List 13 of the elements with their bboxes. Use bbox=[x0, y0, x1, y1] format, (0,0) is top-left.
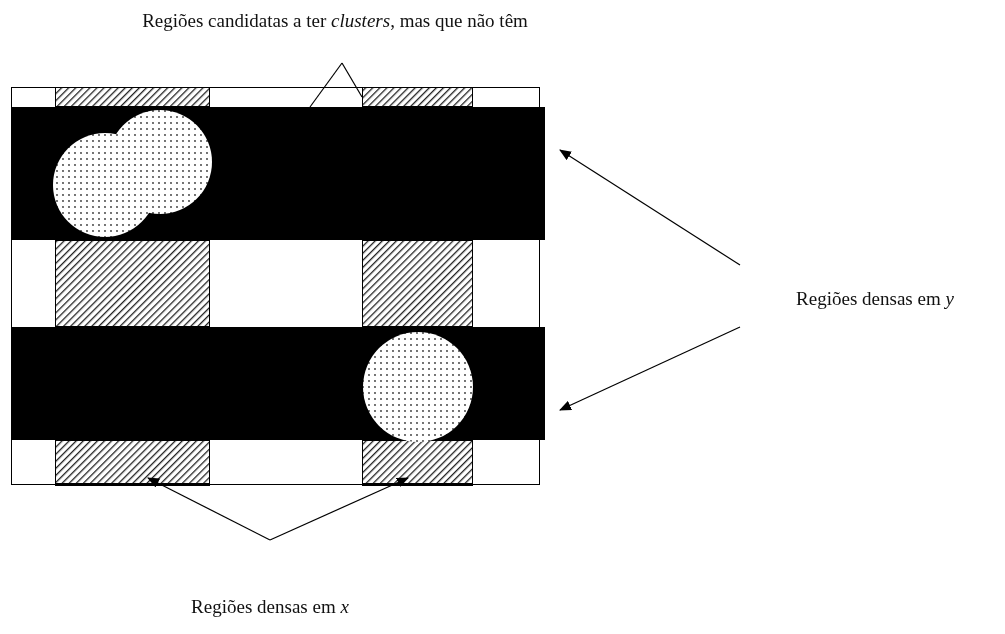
arrow bbox=[559, 326, 741, 411]
region-label: Regiões candidatas a ter clusters, mas que não têm bbox=[142, 10, 528, 31]
leader-line bbox=[309, 62, 343, 108]
arrow bbox=[147, 477, 271, 541]
arrow bbox=[559, 149, 741, 266]
dense-column bbox=[362, 87, 473, 486]
cluster-circle bbox=[363, 332, 473, 442]
cluster-circle bbox=[53, 110, 212, 237]
dense-column bbox=[55, 87, 210, 486]
region-label: Regiões densas em x bbox=[191, 596, 349, 617]
leader-line bbox=[341, 62, 363, 98]
region-label: Regiões densas em y bbox=[796, 288, 954, 309]
arrow bbox=[269, 477, 409, 541]
